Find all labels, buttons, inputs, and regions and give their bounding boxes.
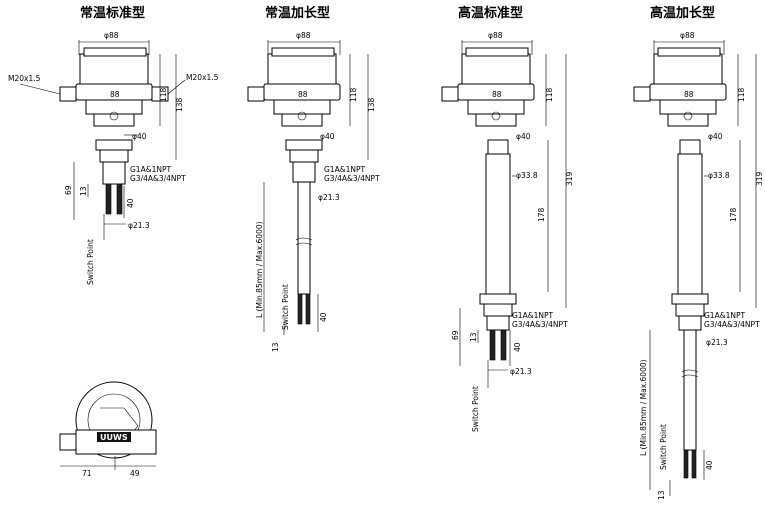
dim-phi88-v2: φ88 [296,31,311,40]
view-high-extended: φ88 88 φ40 118 319 φ33.8 178 G1A&1NPT G3… [633,31,764,500]
view-normal-standard: φ88 M20x1.5 M20x1.5 88 φ40 118 138 G1A&1… [8,31,219,285]
dim-118-v4: 118 [737,87,746,102]
dim-40-v3: 40 [513,342,522,352]
dim-phi40-v4: φ40 [708,132,723,141]
dim-13: 13 [79,186,88,196]
label-thread1-v3: G1A&1NPT [512,311,553,320]
dim-40: 40 [126,198,135,208]
dim-phi40: φ40 [132,132,147,141]
dim-138-v2: 138 [367,97,376,112]
view-high-standard: φ88 88 φ40 118 319 φ33.8 178 G1A&1NPT G3… [441,31,574,432]
label-thread1-v2: G1A&1NPT [324,165,365,174]
label-m20-right: M20x1.5 [186,73,219,82]
label-switch-point-v3: Switch Point [471,386,480,432]
view-normal-extended: φ88 88 φ40 118 138 G1A&1NPT G3/4A&3/4NPT… [247,31,380,352]
dim-phi21-v3: φ21.3 [510,367,532,376]
label-length-v4: L (Min.85mm / Max.6000) [639,359,648,456]
label-thread1: G1A&1NPT [130,165,171,174]
dim-phi40-v3: φ40 [516,132,531,141]
dim-phi21-v2: φ21.3 [318,193,340,202]
dim-71: 71 [82,469,92,478]
dim-phi21-v4: φ21.3 [706,338,728,347]
dim-13-v3: 13 [469,332,478,342]
dim-13-v2: 13 [271,342,280,352]
dim-40-v2: 40 [319,312,328,322]
dim-178-v4: 178 [729,207,738,222]
dim-69: 69 [64,185,73,195]
dim-319-v4: 319 [755,171,764,186]
dim-118: 118 [159,87,168,102]
label-thread2-v4: G3/4A&3/4NPT [704,320,760,329]
title-v4: 高温加长型 [650,5,715,21]
dim-118-v3: 118 [545,87,554,102]
label-switch-point: Switch Point [86,239,95,285]
dim-69-v3: 69 [451,330,460,340]
label-thread2-v2: G3/4A&3/4NPT [324,174,380,183]
svg-text:88: 88 [492,90,502,99]
dim-49: 49 [130,469,140,478]
dim-phi88: φ88 [104,31,119,40]
title-v3: 高温标准型 [458,5,523,21]
dim-40-v4: 40 [705,460,714,470]
brand-logo: UUWS [100,433,128,442]
dim-319-v3: 319 [565,171,574,186]
label-switch-point-v2: Switch Point [281,284,290,330]
label-thread2: G3/4A&3/4NPT [130,174,186,183]
dim-138: 138 [175,97,184,112]
svg-text:88: 88 [110,90,120,99]
svg-text:88: 88 [298,90,308,99]
dim-phi40-v2: φ40 [320,132,335,141]
title-v1: 常温标准型 [80,5,145,21]
dim-118-v2: 118 [349,87,358,102]
svg-text:88: 88 [684,90,694,99]
label-thread2-v3: G3/4A&3/4NPT [512,320,568,329]
label-m20-left: M20x1.5 [8,74,41,83]
label-thread1-v4: G1A&1NPT [704,311,745,320]
label-length-v2: L (Min.85mm / Max.6000) [255,221,264,318]
dim-13-v4: 13 [657,490,666,500]
dim-phi21: φ21.3 [128,221,150,230]
dim-phi88-v3: φ88 [488,31,503,40]
view-top: UUWS 71 49 [59,381,157,478]
title-v2: 常温加长型 [265,5,330,21]
label-switch-point-v4: Switch Point [659,424,668,470]
dim-phi88-v4: φ88 [680,31,695,40]
dim-178-v3: 178 [537,207,546,222]
dim-phi33-v3: φ33.8 [516,171,538,180]
dim-phi33-v4: φ33.8 [708,171,730,180]
